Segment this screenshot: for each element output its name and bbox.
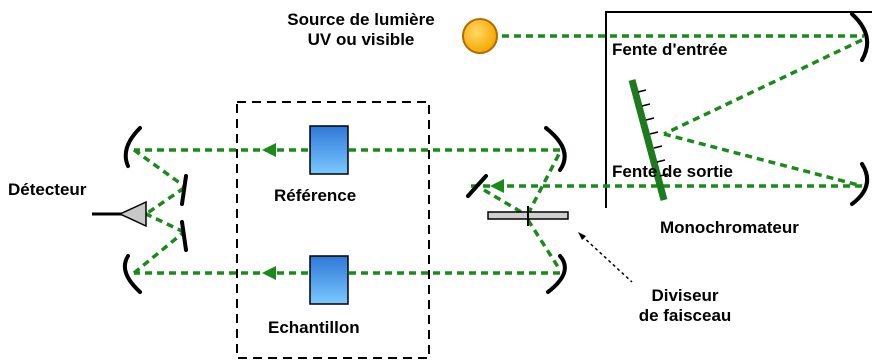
light-source-label-line2: UV ou visible	[307, 30, 415, 49]
splitter-pointer-arrow	[578, 232, 586, 240]
beam-splitter	[487, 206, 569, 226]
entrance-slit-label: Fente d'entrée	[612, 40, 728, 59]
beam-splitter-label-line1: Diviseur	[651, 286, 719, 305]
light-source-icon	[462, 18, 498, 54]
beam-splitter-to-top-mirror	[526, 151, 562, 215]
exit-beam-arrow	[490, 179, 504, 193]
mono-collimating-mirror	[850, 12, 870, 62]
light-source-label-line1: Source de lumière	[287, 10, 435, 29]
fold-mirror	[466, 174, 488, 198]
left-top-mirror	[123, 126, 142, 168]
exit-slit-label: Fente de sortie	[612, 162, 733, 181]
sample-beam-arrow	[262, 266, 276, 280]
diffraction-grating	[628, 79, 669, 201]
chopper-bottom-mirror	[180, 220, 188, 252]
detector-icon	[92, 200, 147, 228]
detector-label: Détecteur	[8, 180, 87, 199]
beam-splitter-label-line2: de faisceau	[638, 306, 732, 325]
sample-label: Echantillon	[268, 318, 360, 337]
beam-chopper-top-to-detector	[145, 186, 185, 216]
beam-chopper-bottom-to-detector	[145, 212, 185, 234]
beam-splitter-label: Diviseur de faisceau	[620, 286, 750, 326]
splitter-pointer	[581, 235, 633, 283]
left-bottom-mirror	[123, 254, 142, 294]
monochromator-label: Monochromateur	[660, 218, 799, 237]
light-source-label: Source de lumière UV ou visible	[258, 10, 464, 50]
sample-cuvette	[309, 255, 349, 305]
beam-arrows	[262, 143, 504, 280]
right-top-mirror	[544, 126, 567, 172]
reference-cuvette	[309, 125, 349, 175]
reference-label: Référence	[274, 186, 357, 205]
reference-beam-arrow	[262, 143, 276, 157]
beam-splitter-to-bottom-mirror	[526, 219, 562, 271]
beam-mirror-to-grating	[663, 38, 863, 136]
sample-compartment	[236, 101, 430, 359]
mono-camera-mirror	[850, 162, 870, 206]
beam-grating-to-mirror	[663, 132, 863, 188]
beam-left-bottom-to-chopper	[132, 230, 186, 275]
chopper-top-mirror	[180, 174, 188, 206]
right-bottom-mirror	[546, 254, 567, 294]
mirrors	[123, 12, 870, 294]
beam-left-top-to-chopper	[132, 148, 186, 188]
monochromator-housing	[605, 11, 872, 208]
light-beam-paths	[132, 34, 864, 275]
